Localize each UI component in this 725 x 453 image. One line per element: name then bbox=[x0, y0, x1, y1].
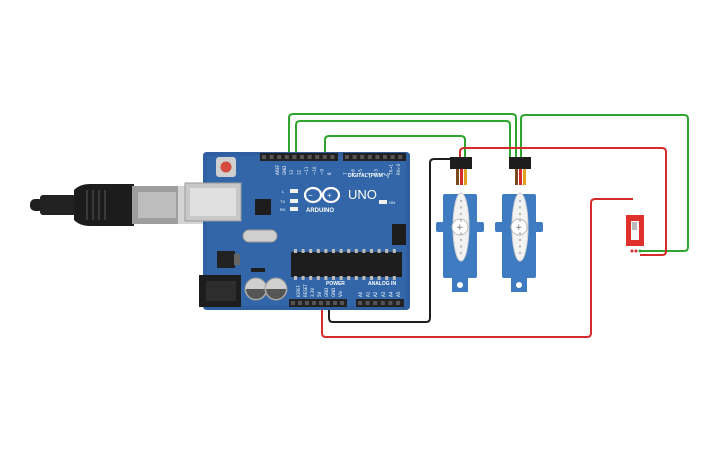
pin-label-analog: A5 bbox=[396, 291, 401, 297]
pin-label-analog: A1 bbox=[366, 291, 371, 297]
pin-label-digital: ~11 bbox=[304, 166, 309, 175]
svg-text:+: + bbox=[327, 191, 332, 200]
pin-label-power: Vin bbox=[338, 290, 343, 297]
model-label: UNO bbox=[348, 187, 377, 202]
led-on-label: ON bbox=[389, 200, 395, 205]
pin-label-analog: A4 bbox=[388, 291, 393, 297]
pin-label-digital: ~5 bbox=[358, 169, 363, 175]
wire-pin11-to-servo2[interactable] bbox=[288, 113, 517, 157]
atmega-chip bbox=[291, 249, 402, 280]
pin-label-power: GND bbox=[331, 288, 336, 297]
pin-label-digital: 12 bbox=[297, 169, 302, 175]
servo-2-connector bbox=[509, 157, 531, 169]
pin-label-analog: A2 bbox=[373, 291, 378, 297]
led-rx-label: RX bbox=[280, 207, 286, 212]
capacitors bbox=[244, 277, 288, 301]
servo-1-connector bbox=[450, 157, 472, 169]
servo-motor-1[interactable]: + bbox=[436, 157, 484, 292]
pin-label-gnd: GND bbox=[282, 166, 287, 175]
pin-label-digital: 4 bbox=[366, 172, 371, 175]
pin-label-analog: A0 bbox=[358, 291, 363, 297]
wire-gnd-to-servo1[interactable] bbox=[328, 158, 455, 323]
pin-label-digital: RX←0 bbox=[396, 163, 401, 175]
wire-pin10-to-servo2-b[interactable] bbox=[295, 120, 511, 157]
pin-label-digital: 8 bbox=[327, 172, 332, 175]
svg-text:+: + bbox=[515, 223, 523, 233]
led-tx-label: TX bbox=[280, 199, 285, 204]
pin-label-power: RESET bbox=[303, 284, 308, 297]
wire-5v-to-switch[interactable] bbox=[321, 198, 633, 338]
pin-label-power: 5V bbox=[317, 291, 322, 297]
digital-label: DIGITAL (PWM ~) bbox=[348, 173, 389, 179]
pin-label-power: 3.3V bbox=[310, 288, 315, 297]
pin-label-power: IOREF bbox=[296, 284, 301, 297]
power-analog-header[interactable] bbox=[289, 299, 404, 307]
servo-motor-2[interactable]: + bbox=[495, 157, 543, 292]
pin-label-digital: TX→1 bbox=[389, 163, 394, 176]
usb-cable bbox=[30, 184, 206, 226]
wires bbox=[288, 113, 689, 338]
svg-text:+: + bbox=[456, 223, 464, 233]
wire-servo-power[interactable] bbox=[459, 147, 667, 256]
led-l-label: L bbox=[282, 189, 285, 194]
pin-label-digital: ~10 bbox=[312, 166, 317, 175]
pin-label-analog: A3 bbox=[381, 291, 386, 297]
brand-label: ARDUINO bbox=[306, 208, 334, 214]
power-label: POWER bbox=[326, 281, 345, 287]
pin-label-digital: ~9 bbox=[319, 169, 324, 175]
usb-chip bbox=[255, 199, 271, 215]
pin-label-digital: ~6 bbox=[351, 169, 356, 175]
pin-label-power: GND bbox=[324, 288, 329, 297]
pin-label-aref: AREF bbox=[275, 164, 280, 175]
arduino-logo: − + ARDUINO UNO bbox=[303, 186, 377, 214]
wire-pin9-to-servo1[interactable] bbox=[324, 135, 466, 157]
pin-label-digital: ~3 bbox=[373, 169, 378, 175]
icsp-header bbox=[251, 224, 406, 272]
digital-header[interactable] bbox=[260, 153, 406, 161]
pin-label-digital: 2 bbox=[381, 172, 386, 175]
pin-label-digital: 13 bbox=[289, 169, 294, 175]
svg-text:−: − bbox=[308, 191, 313, 200]
pin-label-digital: 7 bbox=[343, 172, 348, 175]
voltage-regulator bbox=[217, 251, 235, 268]
slide-switch[interactable] bbox=[626, 215, 644, 253]
power-jack bbox=[199, 275, 241, 307]
wire-servo2-to-switch[interactable] bbox=[520, 114, 689, 252]
board-leds: L TX RX ON bbox=[280, 189, 395, 212]
crystal-oscillator bbox=[242, 229, 278, 243]
analog-label: ANALOG IN bbox=[368, 281, 396, 287]
